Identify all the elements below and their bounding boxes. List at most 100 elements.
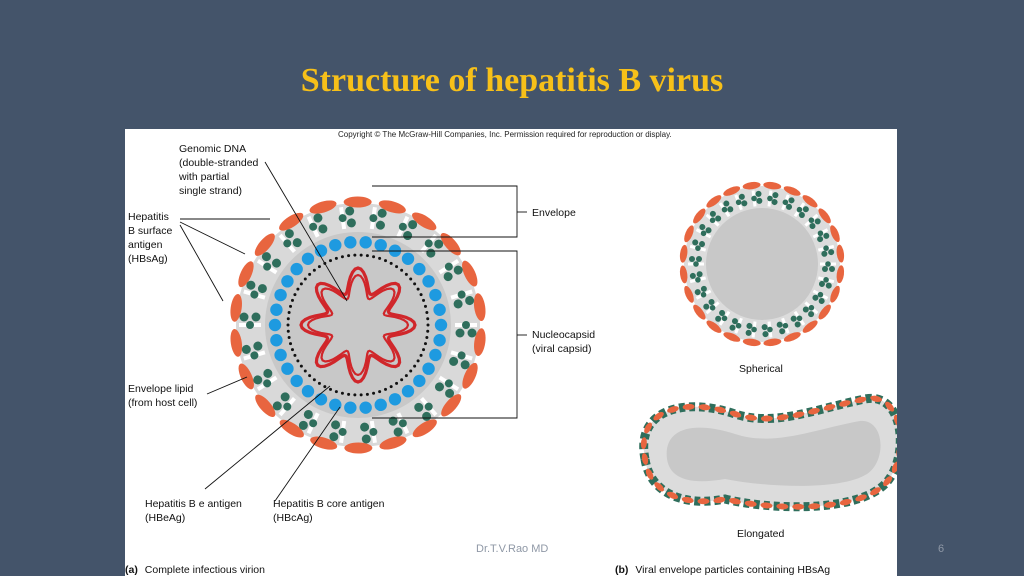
hbsag-cap bbox=[641, 453, 649, 465]
capsid-subunit bbox=[344, 236, 357, 249]
membrane-protein bbox=[272, 258, 282, 268]
hbsag-cap bbox=[723, 186, 741, 196]
hbsag-cap bbox=[818, 208, 831, 224]
membrane-protein bbox=[700, 230, 707, 237]
core-antigen-dot bbox=[389, 385, 393, 389]
core-antigen-dot bbox=[308, 272, 312, 276]
core-antigen-dot bbox=[423, 304, 427, 308]
hbsag-cap bbox=[792, 503, 805, 510]
capsid-subunit bbox=[274, 288, 287, 302]
membrane-protein bbox=[263, 368, 273, 378]
core-antigen-dot bbox=[409, 369, 413, 373]
hbsag-cap bbox=[763, 181, 782, 190]
core-antigen-dot bbox=[328, 259, 332, 263]
membrane-protein bbox=[346, 218, 356, 228]
label-spherical: Spherical bbox=[739, 363, 783, 375]
core-antigen-dot bbox=[416, 287, 420, 291]
membrane-protein bbox=[746, 322, 753, 329]
hbsag-cap bbox=[238, 363, 254, 390]
capsid-subunit bbox=[401, 385, 415, 398]
capsid-subunit bbox=[344, 401, 357, 414]
membrane-protein bbox=[455, 328, 465, 338]
core-antigen-dot bbox=[289, 342, 293, 346]
membrane-protein bbox=[822, 266, 828, 272]
membrane-protein bbox=[403, 231, 413, 241]
membrane-protein bbox=[695, 276, 701, 283]
membrane-protein bbox=[715, 315, 722, 322]
membrane-protein bbox=[756, 197, 763, 204]
label-genomic-dna: Genomic DNA (double-stranded with partia… bbox=[178, 143, 261, 197]
membrane-protein bbox=[814, 218, 821, 225]
hbsag-cap bbox=[870, 395, 883, 402]
membrane-protein bbox=[695, 245, 701, 252]
membrane-protein bbox=[771, 199, 778, 206]
capsid-subunit bbox=[401, 252, 415, 265]
membrane-protein bbox=[709, 304, 716, 311]
envelope-unit bbox=[751, 190, 763, 207]
membrane-protein bbox=[251, 312, 261, 322]
core-antigen-dot bbox=[289, 304, 293, 308]
hbsag-cap bbox=[667, 406, 679, 413]
complete-virion-illustration bbox=[230, 196, 486, 454]
hbsag-cap bbox=[893, 414, 897, 427]
envelope-unit bbox=[804, 213, 821, 229]
membrane-protein bbox=[823, 245, 829, 252]
hbsag-cap bbox=[654, 482, 665, 492]
hbsag-cap bbox=[279, 419, 304, 438]
core-antigen-dot bbox=[372, 255, 376, 259]
hbsag-cap bbox=[412, 212, 437, 231]
envelope-unit bbox=[396, 215, 418, 241]
core-antigen-dot bbox=[426, 317, 430, 321]
membrane-protein bbox=[788, 197, 795, 204]
core-antigen-dot bbox=[395, 381, 399, 385]
membrane-protein bbox=[263, 379, 272, 388]
core-antigen-dot bbox=[296, 359, 300, 363]
hbsag-cap bbox=[760, 415, 773, 422]
capsid-subunit bbox=[413, 374, 426, 388]
membrane-protein bbox=[721, 315, 728, 322]
envelope-unit bbox=[450, 289, 475, 309]
envelope-unit bbox=[767, 190, 779, 207]
membrane-protein bbox=[709, 210, 716, 217]
membrane-protein bbox=[772, 192, 779, 199]
membrane-protein bbox=[460, 360, 470, 370]
capsid-subunit bbox=[433, 303, 446, 316]
envelope-unit bbox=[329, 420, 347, 444]
membrane-protein bbox=[444, 379, 453, 388]
hbv-figure: Copyright © The McGraw-Hill Companies, I… bbox=[125, 129, 897, 576]
membrane-protein bbox=[360, 422, 370, 432]
envelope-unit bbox=[817, 276, 835, 289]
hbsag-cap bbox=[706, 195, 722, 208]
membrane-protein bbox=[388, 416, 398, 426]
core-antigen-dot bbox=[425, 311, 429, 315]
core-antigen-dot bbox=[353, 253, 357, 257]
envelope-unit bbox=[369, 206, 387, 230]
capsid-subunit bbox=[413, 262, 426, 276]
envelope-unit bbox=[414, 396, 438, 421]
membrane-protein bbox=[745, 329, 752, 336]
hbsag-cap bbox=[379, 436, 407, 450]
membrane-protein bbox=[818, 280, 825, 287]
hbsag-cap bbox=[684, 225, 694, 243]
membrane-protein bbox=[808, 217, 815, 224]
elongated-interior bbox=[666, 420, 881, 486]
core-antigen-dot bbox=[323, 385, 327, 389]
membrane-protein bbox=[338, 427, 347, 436]
membrane-protein bbox=[408, 220, 418, 230]
membrane-protein bbox=[735, 322, 742, 329]
core-antigen-dot bbox=[353, 393, 357, 397]
membrane-protein bbox=[263, 262, 272, 271]
envelope-unit bbox=[241, 341, 266, 361]
membrane-protein bbox=[738, 193, 745, 200]
envelope-unit bbox=[243, 280, 267, 300]
hbsag-cap bbox=[640, 437, 647, 450]
envelope-unit bbox=[278, 229, 302, 254]
hbsag-cap bbox=[440, 233, 461, 256]
hbsag-cap bbox=[839, 400, 851, 407]
hbsag-cap bbox=[742, 181, 761, 190]
core-antigen-dot bbox=[286, 329, 290, 333]
label-elongated: Elongated bbox=[737, 528, 784, 540]
membrane-protein bbox=[723, 200, 730, 207]
hbsag-cap bbox=[839, 498, 852, 506]
membrane-protein bbox=[443, 272, 453, 282]
